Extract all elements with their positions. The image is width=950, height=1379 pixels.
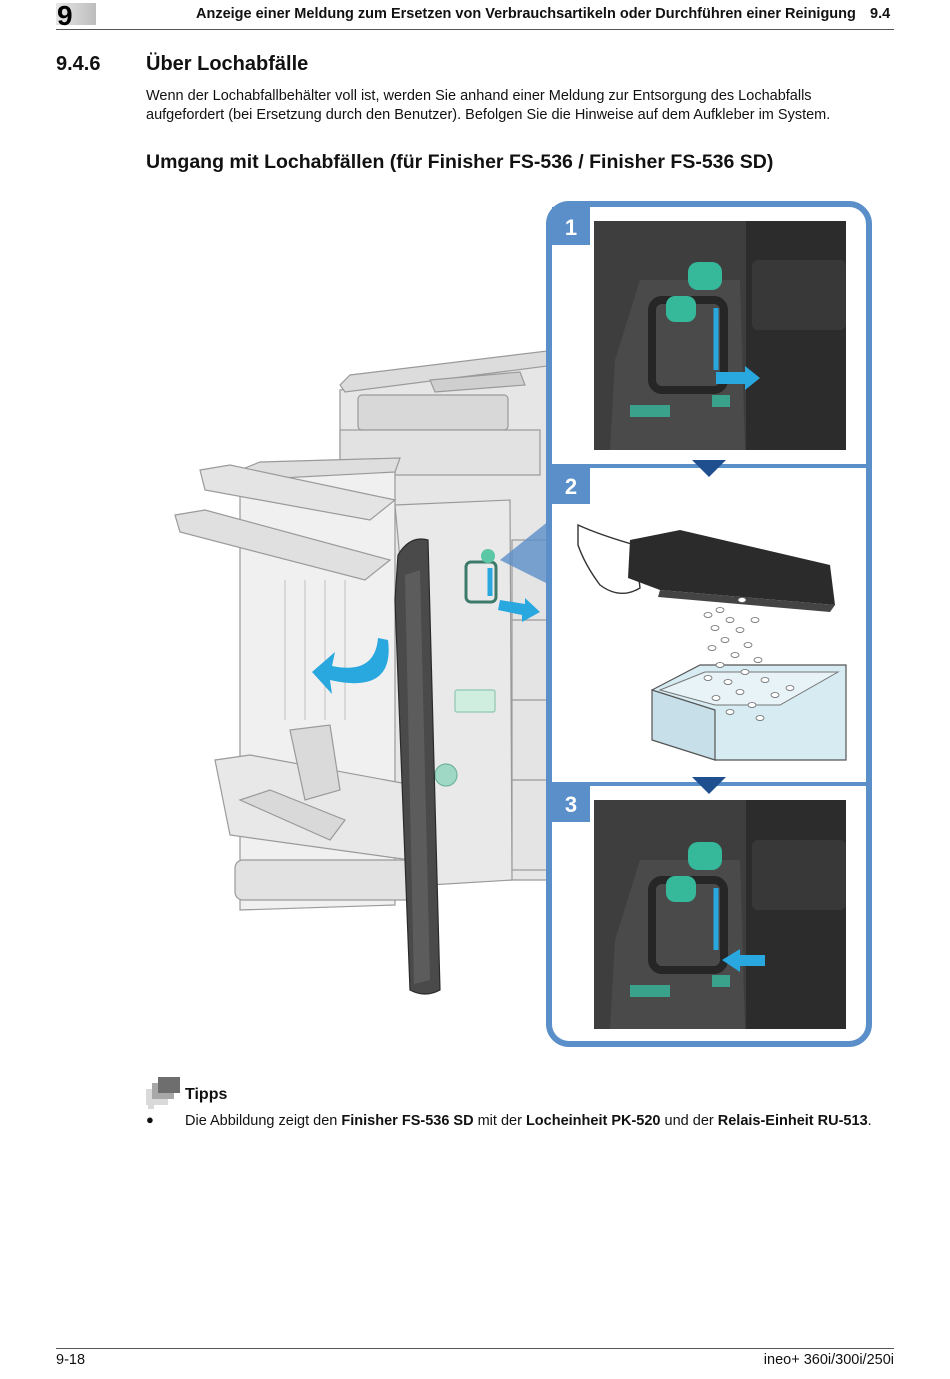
product-model: ineo+ 360i/300i/250i [763,1352,894,1368]
tip-text-segment: Die Abbildung zeigt den [185,1113,342,1129]
chapter-number: 9 [57,0,73,31]
step-divider-arrow-icon [692,460,726,477]
tip-product-name: Locheinheit PK-520 [525,1113,661,1129]
step-divider-arrow-icon [692,777,726,794]
footer-divider [56,1348,894,1349]
notes-stack-icon [146,1077,180,1109]
step-3-badge [552,784,590,822]
step-1-image [594,221,846,450]
tip-product-name: Relais-Einheit RU-513 [717,1113,868,1129]
running-header-title: Anzeige einer Meldung zum Ersetzen von V… [196,6,856,22]
tip-text-segment: mit der [473,1113,526,1129]
step-2-badge [552,466,590,504]
finisher-machine-illustration [174,349,558,911]
header-divider [56,29,894,30]
tip-text-segment: . [867,1113,872,1129]
bullet-icon: ● [146,1112,154,1127]
step-2-label: 2 [565,474,577,499]
step-2-image [577,523,847,761]
step-1-badge [552,207,590,245]
tip-item: Die Abbildung zeigt den Finisher FS-536 … [185,1112,885,1131]
pull-arrow-icon [498,598,540,622]
front-door-illustration [394,538,441,995]
punch-box-handle [464,549,498,604]
tips-heading: Tipps [185,1086,228,1103]
tip-text-segment: und der [660,1113,718,1129]
subsection-title: Umgang mit Lochabfällen (für Finisher FS… [146,151,774,173]
open-door-arrow-icon [312,638,389,694]
intro-paragraph: Wenn der Lochabfallbehälter voll ist, we… [146,88,831,123]
section-title: Über Lochabfälle [146,53,309,75]
running-header-section: 9.4 [870,6,891,22]
tip-product-name: Finisher FS-536 SD [341,1113,474,1129]
step-3-image [594,800,846,1029]
step-1-label: 1 [565,215,577,240]
page-number: 9-18 [56,1352,86,1368]
callout-wedge [500,520,550,585]
step-3-label: 3 [565,792,577,817]
chapter-tab [56,3,96,25]
section-number: 9.4.6 [56,53,101,75]
